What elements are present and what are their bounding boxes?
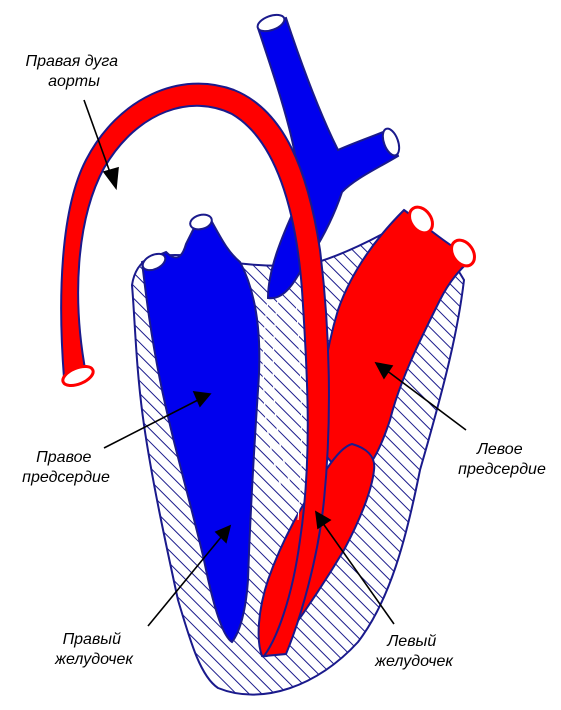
label-right-aortic-arch: Правая дуга аорты <box>25 53 122 90</box>
label-right-atrium-line2: предсердие <box>22 469 110 486</box>
label-right-ventricle-line1: Правый <box>63 631 122 648</box>
label-right-ventricle: Правый желудочек <box>54 631 134 668</box>
label-right-ventricle-line2: желудочек <box>54 651 134 668</box>
arrowhead-right-aortic-arch <box>104 168 118 188</box>
label-left-atrium: Левое предсердие <box>458 441 546 478</box>
label-right-atrium-line1: Правое <box>36 449 91 466</box>
label-left-ventricle-line1: Левый <box>386 633 436 650</box>
label-right-atrium: Правое предсердие <box>22 449 110 486</box>
label-left-atrium-line2: предсердие <box>458 461 546 478</box>
label-right-aortic-arch-line2: аорты <box>48 73 100 90</box>
label-right-aortic-arch-line1: Правая дуга <box>25 53 118 70</box>
label-left-ventricle: Левый желудочек <box>374 633 454 670</box>
label-left-atrium-line1: Левое <box>476 441 523 458</box>
label-left-ventricle-line2: желудочек <box>374 653 454 670</box>
